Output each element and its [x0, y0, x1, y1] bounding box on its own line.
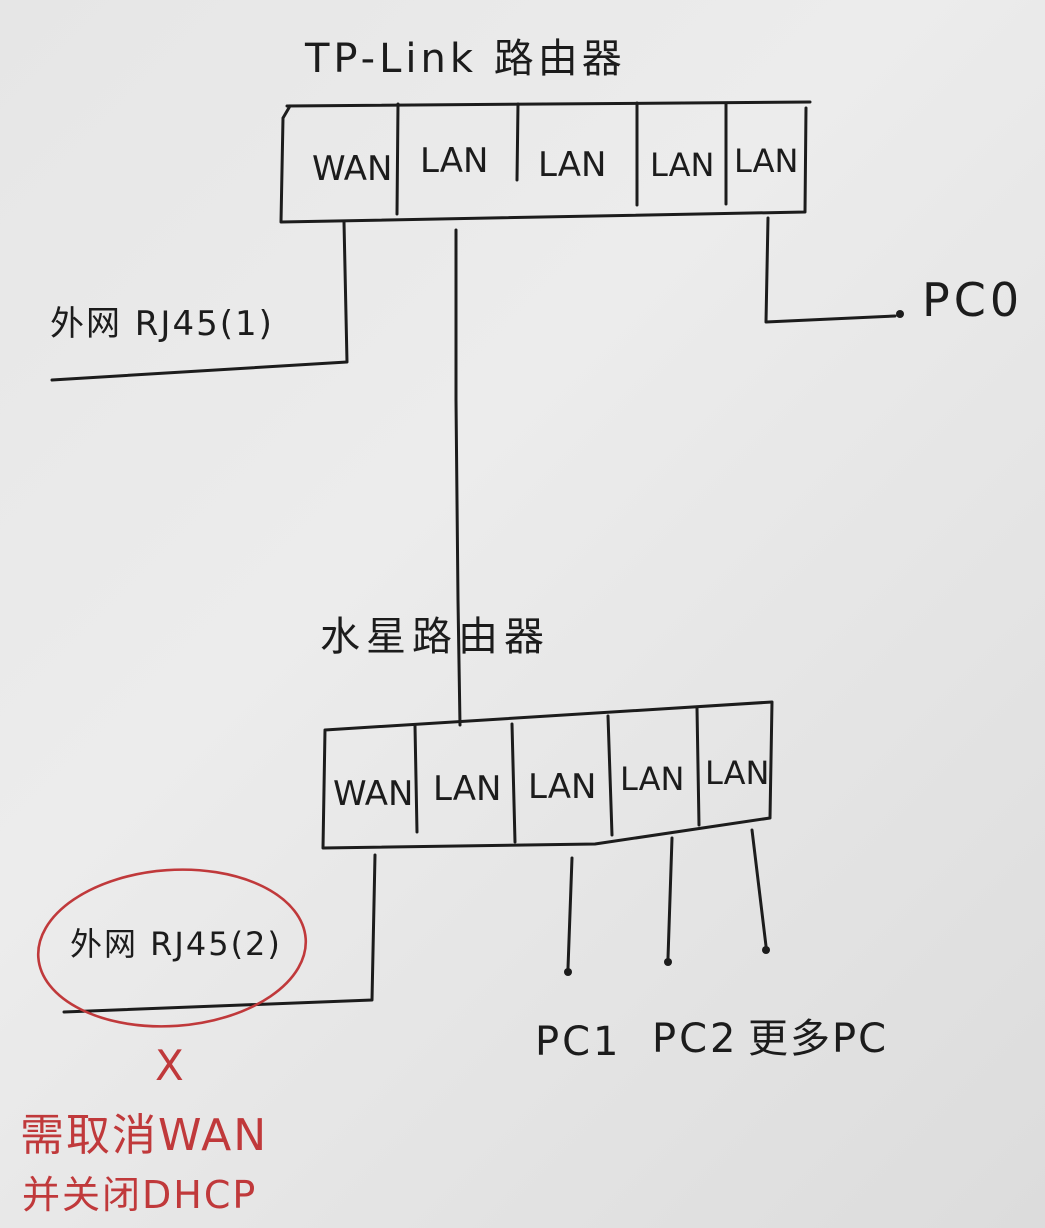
external2-cable: [62, 853, 377, 1014]
router1-port-lan: LAN: [734, 142, 798, 180]
router2-divider: [413, 724, 419, 834]
pc2-label: PC2: [652, 1016, 739, 1062]
more-pc-connector: [762, 946, 770, 954]
router2-ports: WAN LAN LAN LAN LAN: [333, 754, 769, 814]
router2-port-lan: LAN: [620, 760, 684, 798]
router1-ports: WAN LAN LAN LAN LAN: [312, 141, 798, 189]
more-pc-label: 更多PC: [748, 1016, 888, 1062]
router1-port-lan: LAN: [420, 141, 488, 181]
annotation-line2: 并关闭DHCP: [22, 1173, 257, 1217]
annotation-line1: 需取消WAN: [20, 1110, 268, 1161]
external1-cable: [50, 220, 349, 382]
annotation-cross: X: [155, 1041, 184, 1090]
pc0-cable: [764, 216, 897, 324]
router1-box: [279, 100, 812, 224]
router2-divider: [606, 714, 614, 837]
router1-divider: [395, 102, 400, 216]
router1-port-lan: LAN: [538, 145, 606, 185]
router2-box: [321, 700, 774, 850]
router2-port-lan: LAN: [528, 767, 596, 807]
router1-port-lan: LAN: [650, 146, 714, 184]
pc0-label: PC0: [922, 273, 1023, 327]
external1-label: 外网 RJ45(1): [50, 304, 274, 344]
router2-divider: [510, 722, 517, 844]
router1-divider: [515, 102, 520, 182]
router2-port-wan: WAN: [333, 774, 413, 814]
more-pc-cable: [750, 828, 768, 948]
pc2-cable: [666, 836, 674, 960]
router2-port-lan: LAN: [705, 754, 769, 792]
uplink-cable: [454, 228, 462, 727]
pc0-connector: [896, 310, 904, 318]
pc1-cable: [566, 856, 574, 970]
router2-title: 水星路由器: [320, 614, 550, 660]
router2-port-lan: LAN: [433, 769, 501, 809]
pc1-connector: [564, 968, 572, 976]
annotation-circle: [36, 868, 308, 1028]
router2-divider: [695, 706, 701, 827]
external2-label: 外网 RJ45(2): [70, 925, 282, 963]
pc1-label: PC1: [535, 1019, 622, 1065]
router1-title: TP-Link 路由器: [304, 36, 626, 82]
router1-port-wan: WAN: [312, 149, 392, 189]
pc2-connector: [664, 958, 672, 966]
